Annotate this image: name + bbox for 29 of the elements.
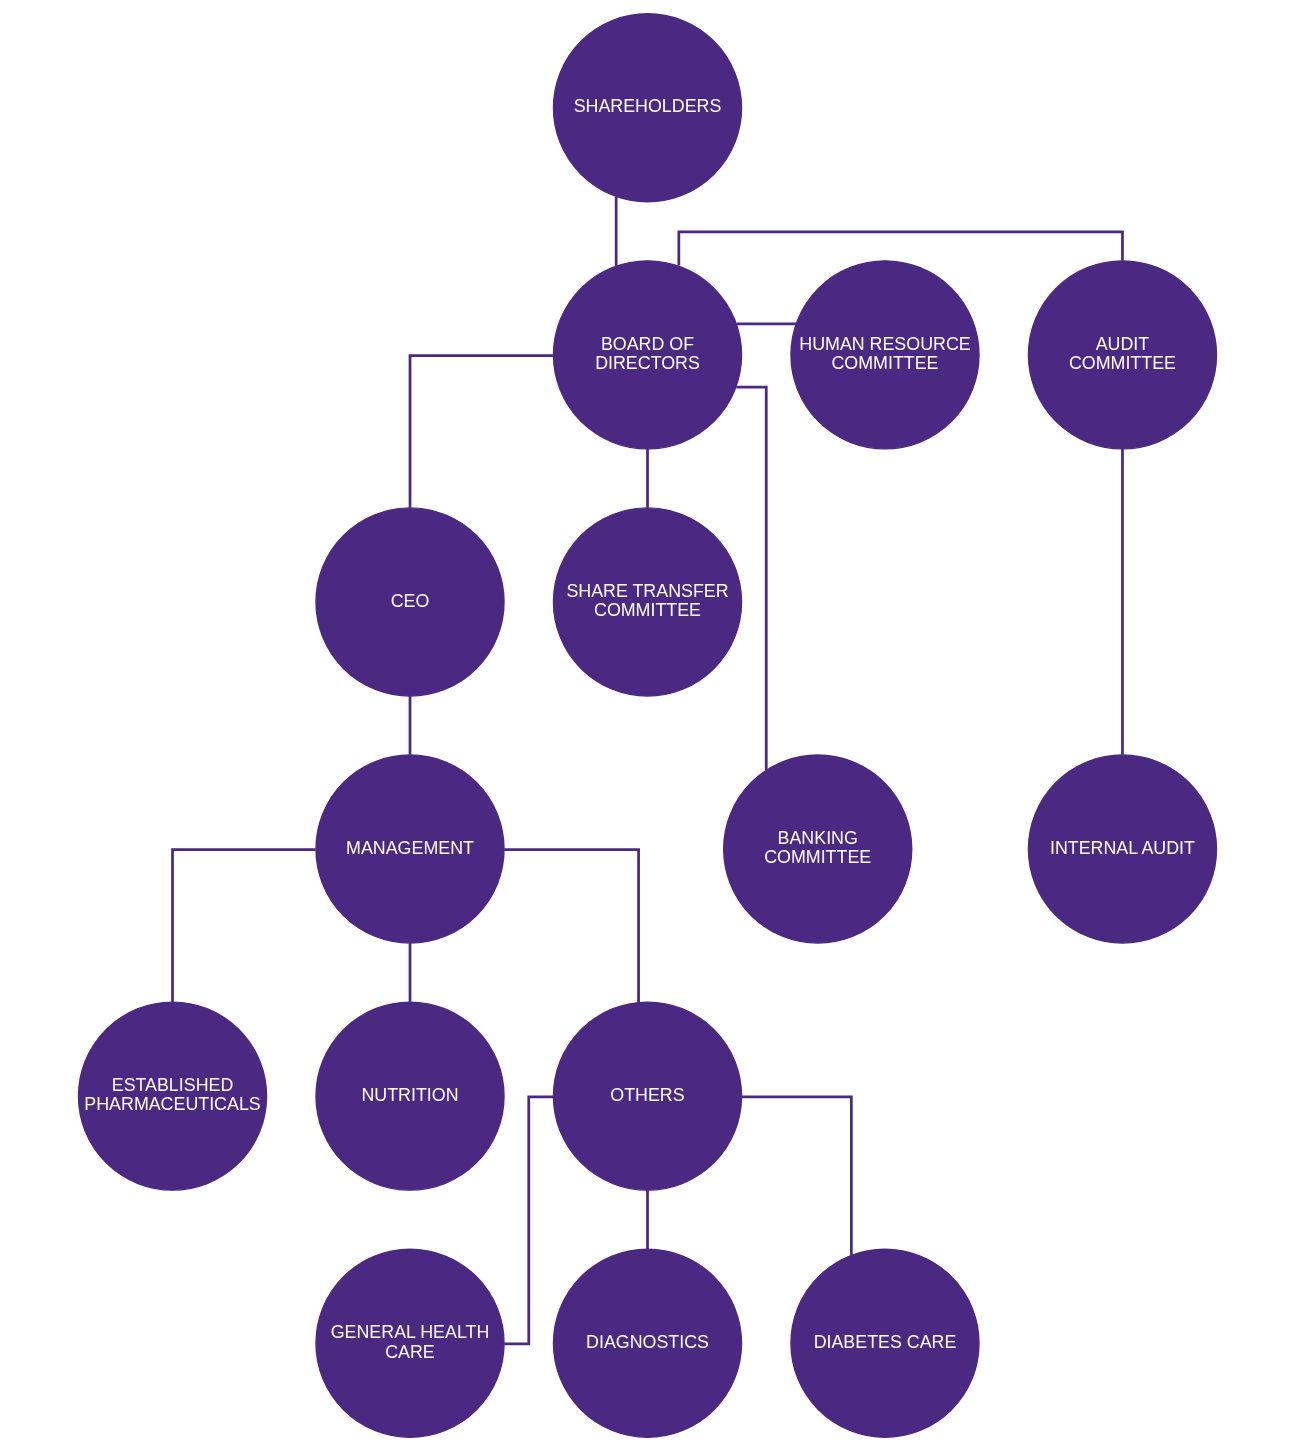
node-circle: BANKING COMMITTEE xyxy=(723,754,913,944)
node-circle: SHAREHOLDERS xyxy=(552,13,743,203)
node-circle: NUTRITION xyxy=(315,1001,505,1191)
node-circle: INTERNAL AUDIT xyxy=(1027,754,1218,944)
node-circle: SHARE TRANSFER COMMITTEE xyxy=(552,507,743,697)
connector xyxy=(646,1190,649,1249)
connector xyxy=(408,696,412,755)
connector xyxy=(614,196,618,266)
connector xyxy=(736,385,768,771)
node-circle: DIAGNOSTICS xyxy=(552,1248,743,1438)
node-circle: BOARD OF DIRECTORS xyxy=(552,260,743,450)
node-circle: GENERAL HEALTH CARE xyxy=(315,1248,505,1438)
node-circle: CEO xyxy=(315,507,505,697)
connector xyxy=(504,1095,554,1346)
connector xyxy=(408,943,412,1002)
connector xyxy=(1121,448,1124,755)
node-circle: MANAGEMENT xyxy=(315,754,505,944)
node-circle: DIABETES CARE xyxy=(790,1248,980,1438)
connector xyxy=(171,848,316,1002)
connector xyxy=(741,1095,853,1256)
node-circle: AUDIT COMMITTEE xyxy=(1027,260,1218,450)
node-circle: ESTABLISHED PHARMACEUTICALS xyxy=(77,1001,268,1191)
node-circle: HUMAN RESOURCE COMMITTEE xyxy=(790,260,980,450)
connector xyxy=(736,322,797,326)
connector xyxy=(646,448,649,508)
connector xyxy=(504,848,640,1003)
connector xyxy=(408,354,553,508)
node-circle: OTHERS xyxy=(552,1001,743,1191)
connector xyxy=(677,230,1124,266)
